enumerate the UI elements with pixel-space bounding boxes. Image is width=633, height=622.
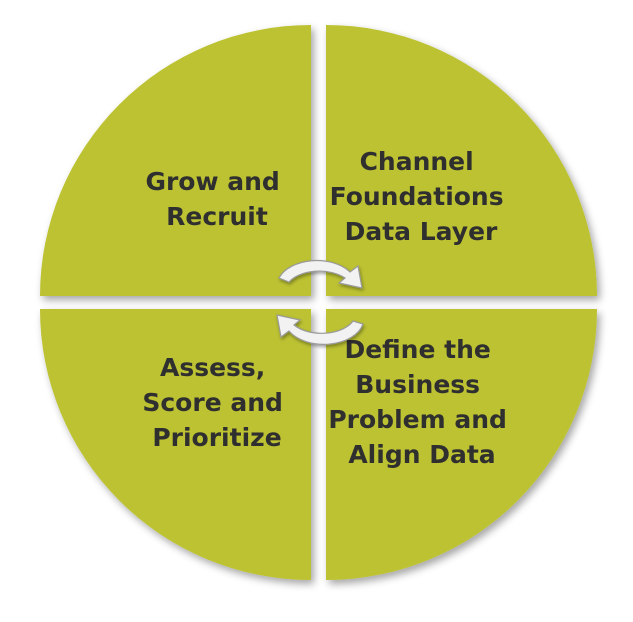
- label-line: Channel: [360, 147, 474, 176]
- label-line: Score and: [142, 388, 283, 417]
- label-line: Grow and: [145, 167, 279, 196]
- quadrant-bottom-left: [40, 309, 311, 580]
- quadrant-top-right: [326, 25, 597, 296]
- label-line: Define the: [344, 335, 490, 364]
- label-line: Recruit: [166, 202, 268, 231]
- quadrant-label-bottom-left: Assess, Score and Prioritize: [142, 353, 291, 452]
- label-line: Data Layer: [345, 217, 498, 246]
- label-line: Prioritize: [152, 423, 281, 452]
- quadrant-label-bottom-right: Define the Business Problem and Align Da…: [328, 335, 515, 469]
- label-line: Align Data: [348, 440, 495, 469]
- clockwise-bottom-arrow-icon: [276, 314, 364, 345]
- label-line: Assess,: [160, 353, 265, 382]
- quadrant-bottom-right: [326, 309, 597, 580]
- quadrant-label-top-right: Channel Foundations Data Layer: [330, 147, 513, 246]
- quadrant-top-left: [40, 25, 311, 296]
- label-line: Business: [355, 370, 480, 399]
- clockwise-top-arrow-icon: [278, 259, 363, 289]
- label-line: Foundations: [330, 182, 504, 211]
- label-line: Problem and: [328, 405, 507, 434]
- quadrant-label-top-left: Grow and Recruit: [145, 167, 288, 231]
